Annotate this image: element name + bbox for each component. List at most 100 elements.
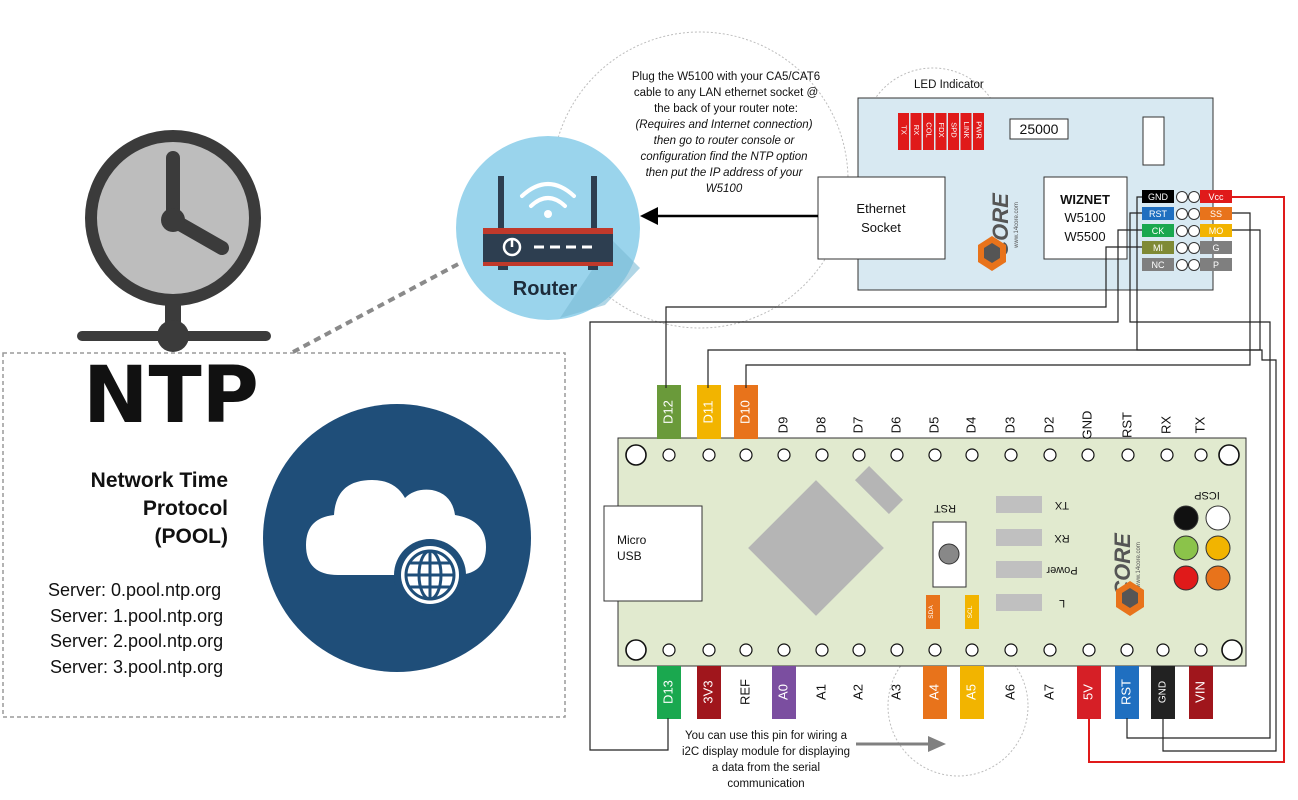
router-note-line: cable to any LAN ethernet socket @ [634, 87, 818, 99]
module-pin-hole [1176, 225, 1188, 237]
pin-label-d9: D9 [775, 417, 790, 434]
module-pin-label: GND [1148, 192, 1169, 202]
icsp-pin [1173, 505, 1199, 531]
ethernet-socket-label: Socket [861, 220, 901, 235]
micro-usb-port [603, 505, 703, 602]
wire-vcc-to-5v [1088, 196, 1285, 763]
led-link [960, 113, 972, 150]
pin-tag-d10 [734, 385, 758, 439]
led-fdx [935, 113, 947, 150]
pin-hole [965, 643, 979, 657]
ntp-heading-line-2: Protocol [143, 497, 228, 520]
indicator-label: RX [1054, 532, 1070, 544]
pin-hole [1160, 448, 1174, 462]
pin-tag-rst [1115, 666, 1139, 719]
micro-usb-label: Micro [617, 533, 647, 547]
router-note-line: Plug the W5100 with your CA5/CAT6 [632, 71, 820, 83]
arrow-right-icon [928, 736, 946, 752]
module-pin-label: MI [1153, 243, 1163, 253]
pin-hole [1004, 643, 1018, 657]
pin-hole [1121, 448, 1135, 462]
ethernet-socket-label: Ethernet [856, 201, 906, 216]
pin-hole [1082, 643, 1096, 657]
pin-hole [1043, 448, 1057, 462]
brand-emblem-icon [978, 236, 1006, 271]
pin-hole [852, 643, 866, 657]
led-col [923, 113, 934, 150]
pin-hole [739, 448, 753, 462]
scl-label: SCL [967, 605, 974, 618]
mounting-hole [625, 639, 647, 661]
router-note-line: W5100 [706, 183, 743, 195]
wire-rst [1126, 212, 1271, 739]
pin-label-d6: D6 [888, 417, 903, 434]
pin-label-d8: D8 [813, 417, 828, 434]
cloud-globe-icon [263, 404, 531, 672]
pin-label-d13: D13 [660, 680, 675, 704]
module-pin-label: P [1213, 260, 1219, 270]
router-note-line: the back of your router note: [654, 103, 798, 115]
led-label: SPD [950, 122, 959, 138]
module-pin-nc [1142, 258, 1174, 271]
icsp-pin [1173, 565, 1199, 591]
pin-label-d12: D12 [660, 400, 675, 424]
pin-label-rst: RST [1119, 412, 1134, 438]
pin-tag-vin [1189, 666, 1213, 719]
mcu-chip [748, 480, 884, 616]
pin-label-3v3: 3V3 [700, 680, 715, 703]
pin-hole [815, 643, 829, 657]
icsp-pin [1205, 505, 1231, 531]
pin-label-d5: D5 [926, 417, 941, 434]
pin-label-rst: RST [1118, 679, 1133, 705]
indicator-led-tx [996, 496, 1042, 513]
i2c-note: You can use this pin for wiring a i2C di… [682, 730, 850, 790]
icsp-pin [1205, 565, 1231, 591]
pin-hole [702, 643, 716, 657]
pin-label-rx: RX [1158, 416, 1173, 434]
module-pin-ss [1200, 207, 1232, 220]
indicator-label: L [1059, 597, 1065, 609]
module-pin-ck [1142, 224, 1174, 237]
pin-hole [777, 448, 791, 462]
led-rx [910, 113, 922, 150]
pin-tag-a5 [960, 666, 984, 719]
module-jumper [1142, 116, 1165, 166]
ntp-pool-panel [2, 352, 566, 718]
module-pin-label: RST [1149, 209, 1168, 219]
pin-hole [662, 643, 676, 657]
brand-url: www.14core.com [1014, 202, 1020, 249]
module-pin-label: CK [1152, 226, 1165, 236]
pin-hole [739, 643, 753, 657]
reset-button-cap[interactable] [938, 543, 960, 565]
wire-d10-to-ss [745, 212, 1251, 388]
mounting-hole [1221, 639, 1243, 661]
module-pin-p [1200, 258, 1232, 271]
pin-label-5v: 5V [1080, 684, 1095, 700]
ntp-clock-icon [77, 130, 271, 352]
pin-label-d4: D4 [963, 417, 978, 434]
pin-label-gnd: GND [1079, 411, 1094, 440]
led-label: LINK [962, 122, 971, 139]
pin-hole [1194, 643, 1208, 657]
module-pin-hole [1188, 259, 1200, 271]
icsp-label: ICSP [1194, 489, 1220, 501]
ntp-title: NTP [83, 351, 259, 441]
pin-hole [662, 448, 676, 462]
wire-bundle [589, 196, 1285, 763]
pin-label-a2: A2 [850, 684, 865, 700]
pin-label-a0: A0 [775, 684, 790, 700]
i2c-note-line: You can use this pin for wiring a [685, 730, 848, 742]
module-pin-hole [1176, 259, 1188, 271]
wire-d13-to-ck [589, 229, 1142, 751]
led-label: RX [912, 125, 921, 135]
pin-hole [852, 448, 866, 462]
module-pin-rst [1142, 207, 1174, 220]
pin-hole [1156, 643, 1170, 657]
pin-hole [928, 643, 942, 657]
pin-label-d3: D3 [1002, 417, 1017, 434]
module-pin-hole [1176, 191, 1188, 203]
led-label: PWR [975, 121, 984, 139]
led-label: FDX [937, 123, 946, 138]
